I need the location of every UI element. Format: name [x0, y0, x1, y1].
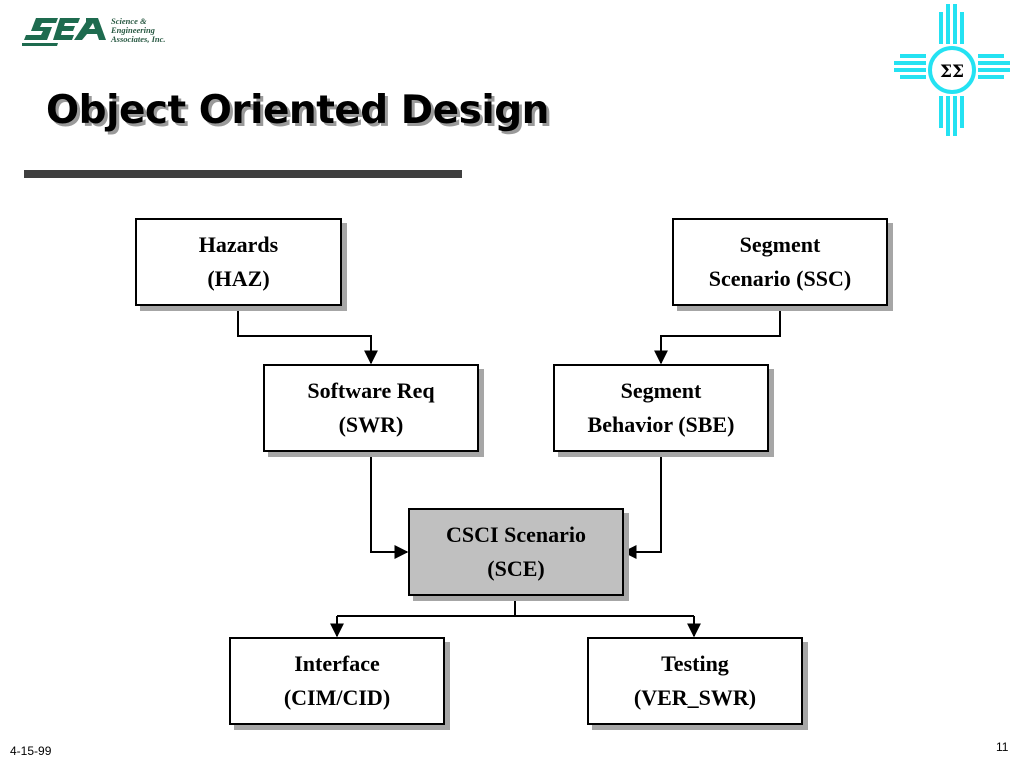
node-hazards: Hazards (HAZ) [135, 218, 342, 306]
page-title: Object Oriented Design [46, 88, 549, 133]
sea-logo: Science & Engineering Associates, Inc. [22, 14, 192, 54]
zia-sun-icon: ΣΣ [894, 4, 1010, 136]
edge-swr-to-sce [370, 452, 409, 559]
page-number: 11 [996, 740, 1009, 754]
logo-text-line: Engineering [111, 25, 155, 35]
node-label: (CIM/CID) [283, 685, 391, 710]
logo-text-line: Science & [111, 16, 147, 26]
node-software-req: Software Req (SWR) [263, 364, 479, 452]
node-label: Interface [294, 651, 380, 676]
node-label: Scenario (SSC) [708, 266, 852, 291]
sea-logo-text: Science & Engineering Associates, Inc. [111, 17, 166, 44]
logo-text-line: Associates, Inc. [111, 34, 166, 44]
node-csci-scenario: CSCI Scenario (SCE) [408, 508, 624, 596]
footer-date: 4-15-99 [10, 744, 52, 758]
node-interface: Interface (CIM/CID) [229, 637, 445, 725]
node-segment-behavior: Segment Behavior (SBE) [553, 364, 769, 452]
node-label: Software Req [307, 378, 435, 403]
node-label: (HAZ) [207, 266, 270, 291]
zia-symbol-text: ΣΣ [940, 62, 964, 82]
node-label: Segment [620, 378, 702, 403]
node-label: (VER_SWR) [633, 685, 757, 710]
edge-haz-to-swr [237, 306, 378, 365]
edge-sbe-to-sce [622, 452, 662, 559]
node-label: (SCE) [487, 556, 545, 581]
node-segment-scenario: Segment Scenario (SSC) [672, 218, 888, 306]
node-label: CSCI Scenario [446, 522, 586, 547]
node-label: Hazards [198, 232, 279, 257]
node-label: Behavior (SBE) [587, 412, 735, 437]
node-label: (SWR) [338, 412, 404, 437]
node-label: Segment [739, 232, 821, 257]
edge-ssc-to-sbe [654, 306, 781, 365]
edge-sce-split [337, 596, 694, 617]
title-underline [24, 170, 462, 178]
node-testing: Testing (VER_SWR) [587, 637, 803, 725]
node-label: Testing [661, 651, 729, 676]
sea-logo-mark [22, 18, 106, 46]
